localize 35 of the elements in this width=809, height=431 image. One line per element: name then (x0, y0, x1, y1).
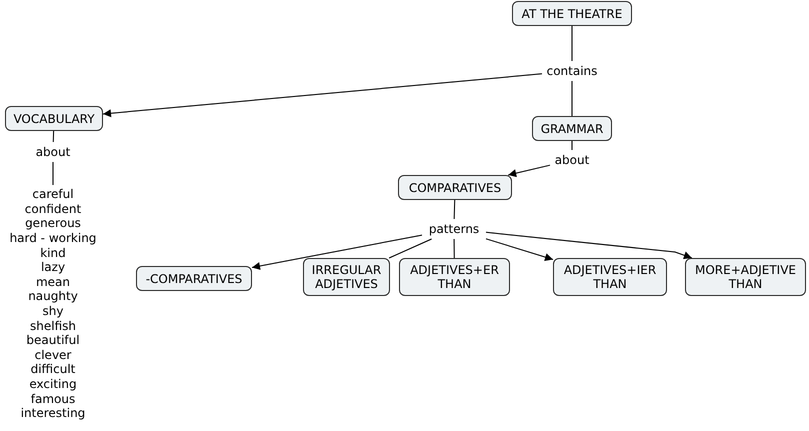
list-word: interesting (20, 406, 86, 421)
list-word: famous (30, 392, 76, 406)
list-word: difficult (30, 362, 76, 377)
arrow (486, 232, 692, 260)
concept-box: ADJETIVES+ER THAN (399, 258, 510, 296)
concept-box: ADJETIVES+IER THAN (553, 258, 667, 296)
connector-line (52, 130, 54, 142)
list-word: hard - working (10, 231, 96, 246)
connector-line (454, 200, 456, 220)
concept-box: IRREGULAR ADJETIVES (303, 258, 390, 296)
connector-line (52, 162, 54, 186)
arrow (102, 73, 542, 118)
arrow (508, 164, 550, 178)
concept-box: VOCABULARY (5, 106, 103, 131)
list-word: careful (32, 187, 74, 202)
list-word: shelfish (30, 318, 76, 334)
list-word: mean (36, 274, 70, 290)
concept-box: COMPARATIVES (398, 175, 512, 200)
concept-box: AT THE THEATRE (512, 1, 632, 26)
list-word: kind (40, 246, 66, 260)
arrow (252, 234, 422, 270)
list-word: naughty (28, 289, 78, 304)
list-word: clever (34, 348, 72, 362)
concept-box: -COMPARATIVES (136, 266, 252, 291)
list-word: beautiful (26, 333, 80, 348)
connector-line (388, 238, 432, 258)
list-word: exciting (29, 376, 77, 392)
concept-box: MORE+ADJETIVE THAN (685, 258, 806, 296)
connector-line (454, 238, 455, 258)
arrow (486, 238, 554, 261)
list-word: lazy (40, 260, 66, 275)
concept-box: GRAMMAR (532, 116, 612, 141)
list-word: generous (25, 216, 81, 232)
list-word: shy (42, 304, 64, 319)
list-word: confident (24, 202, 82, 216)
